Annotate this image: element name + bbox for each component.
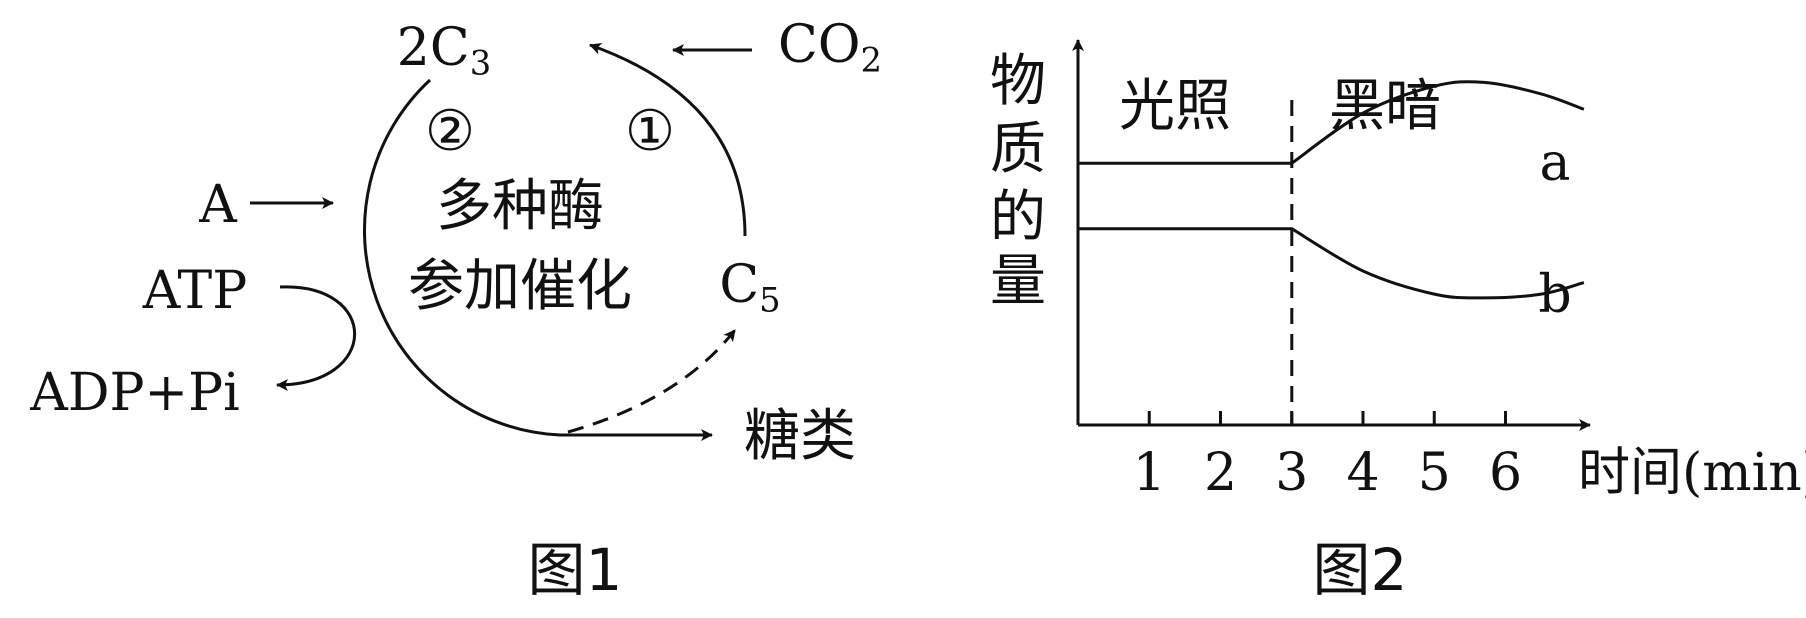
x-tick-label: 3 (1275, 443, 1308, 503)
series-b-line (1078, 227, 1585, 300)
center-text-line2: 参加催化 (408, 254, 632, 319)
y-axis-label-4: 量 (990, 249, 1046, 314)
x-tick-label: 4 (1346, 443, 1379, 503)
adp-pi-label: ADP+Pi (29, 363, 239, 423)
y-axis-label-2: 质 (990, 117, 1046, 182)
step1-label: ① (625, 99, 675, 164)
atp-label: ATP (142, 261, 247, 321)
series-a-line (1078, 80, 1585, 165)
region-light-label: 光照 (1119, 74, 1231, 139)
series-a-label: a (1539, 133, 1570, 193)
figure1-caption: 图1 (528, 536, 623, 604)
x-axis-label: 时间(min) (1578, 443, 1806, 503)
x-tick-label: 5 (1418, 443, 1451, 503)
region-dark-label: 黑暗 (1329, 74, 1441, 139)
figure1-calvin-cycle: 2C3 CO2 ② ① A ATP ADP+Pi C5 多种酶 参加催化 糖类 … (29, 15, 882, 604)
c5-label: C5 (719, 255, 780, 319)
arrow-atp-to-adp (276, 285, 357, 391)
x-tick-label: 6 (1489, 443, 1522, 503)
x-tick-label: 1 (1133, 443, 1166, 503)
c3-label: 2C3 (397, 18, 491, 82)
cycle-arc-left-bottom (363, 78, 561, 437)
y-axis-label-1: 物 (990, 49, 1046, 114)
x-tick-label: 2 (1204, 443, 1237, 503)
series-b-label: b (1538, 265, 1571, 325)
arrow-c5-to-c3 (589, 43, 747, 237)
center-text-line1: 多种酶 (436, 174, 604, 239)
figure2-caption: 图2 (1313, 536, 1408, 604)
y-axis-label-3: 的 (990, 185, 1046, 250)
dashed-arrow-to-c5 (567, 329, 737, 434)
a-label: A (198, 175, 238, 235)
sugar-label: 糖类 (744, 404, 856, 469)
co2-label: CO2 (778, 15, 882, 79)
step2-label: ② (425, 99, 475, 164)
